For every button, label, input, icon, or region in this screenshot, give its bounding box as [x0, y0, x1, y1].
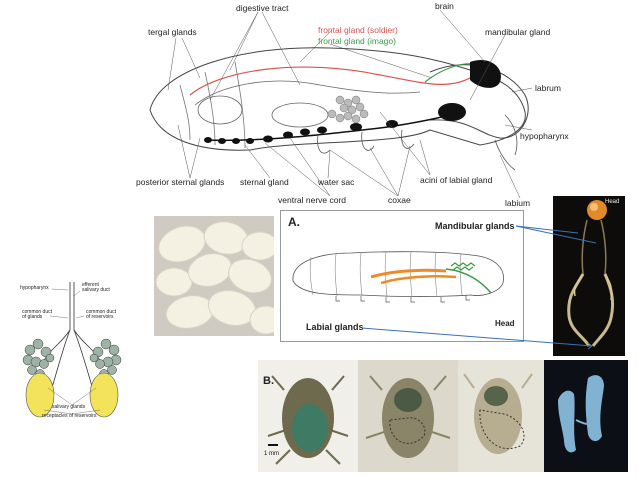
label-acini-labial-gland: acini of labial gland: [420, 175, 493, 185]
label-brain: brain: [435, 1, 454, 11]
label-labium: labium: [505, 198, 531, 208]
scale-label: 1 mm: [264, 451, 279, 457]
salivary-gland-cluster-right: [89, 338, 122, 379]
dissected-gland-photo: [558, 375, 604, 453]
frontal-gland-soldier-line: [189, 66, 476, 96]
label-coxae: coxae: [388, 195, 411, 205]
scale-bar: [268, 444, 278, 446]
bug-photo-1: [267, 375, 349, 465]
panel-letter-b: B.: [263, 375, 274, 387]
bug-photo-2: [365, 375, 451, 458]
label-labial-glands: Labial glands: [306, 322, 364, 332]
termite-body-outline: [149, 47, 526, 151]
label-gland-hypopharynx: hypopharynx: [20, 285, 49, 291]
label-common-duct-reservoirs: common duct of reservoirs: [86, 309, 117, 321]
label-posterior-sternal-glands: posterior sternal glands: [136, 177, 225, 187]
label-salivary-glands: salivary glands: [52, 404, 86, 410]
photo-head-label: Head: [605, 199, 620, 205]
larva-prolegs: [335, 295, 470, 303]
digestive-tract-shape: [194, 80, 421, 106]
label-ventral-nerve-cord: ventral nerve cord: [278, 195, 347, 205]
label-mandibular-gland: mandibular gland: [485, 27, 551, 37]
reservoir-left: [25, 372, 55, 418]
brain-shape: [470, 60, 501, 88]
larva-green-duct: [445, 268, 492, 294]
mandibular-gland-green: [450, 262, 476, 271]
label-sternal-gland: sternal gland: [240, 177, 289, 187]
bug-photos-panel: B. 1 mm: [258, 360, 628, 472]
label-digestive-tract: digestive tract: [236, 3, 289, 13]
label-tergal-glands: tergal glands: [148, 27, 197, 37]
label-larva-head: Head: [495, 319, 515, 328]
larva-diagram-panel: A. Mandibular glands Head: [280, 210, 524, 342]
bug-photo-3: [463, 373, 533, 454]
label-common-duct-glands: common duct of glands: [22, 309, 53, 321]
reservoir-right: [89, 372, 119, 418]
labial-acini-cluster: [327, 95, 369, 124]
cocoon-photo: [154, 216, 274, 336]
nerve-ganglia: [204, 120, 398, 144]
salivary-gland-cluster-left: [22, 338, 55, 379]
label-water-sac: water sac: [318, 177, 355, 187]
label-receptacles-reservoirs: receptacles of reservoirs: [42, 413, 97, 419]
larva-body-outline: [292, 251, 504, 297]
label-efferent-salivary-duct: efferent salivary duct: [82, 282, 110, 294]
label-hypopharynx: hypopharynx: [520, 131, 569, 141]
labial-gland-orange-1: [370, 268, 447, 279]
coxae-shapes: [317, 129, 415, 154]
label-mandibular-glands: Mandibular glands: [435, 221, 515, 231]
silk-gland-photo: Head: [553, 196, 625, 356]
label-frontal-gland-imago: frontal gland (imago): [318, 36, 396, 46]
labial-gland-orange-2: [380, 275, 457, 285]
panel-letter-a: A.: [288, 215, 300, 229]
label-frontal-gland-soldier: frontal gland (soldier): [318, 25, 398, 35]
label-labrum: labrum: [535, 83, 561, 93]
